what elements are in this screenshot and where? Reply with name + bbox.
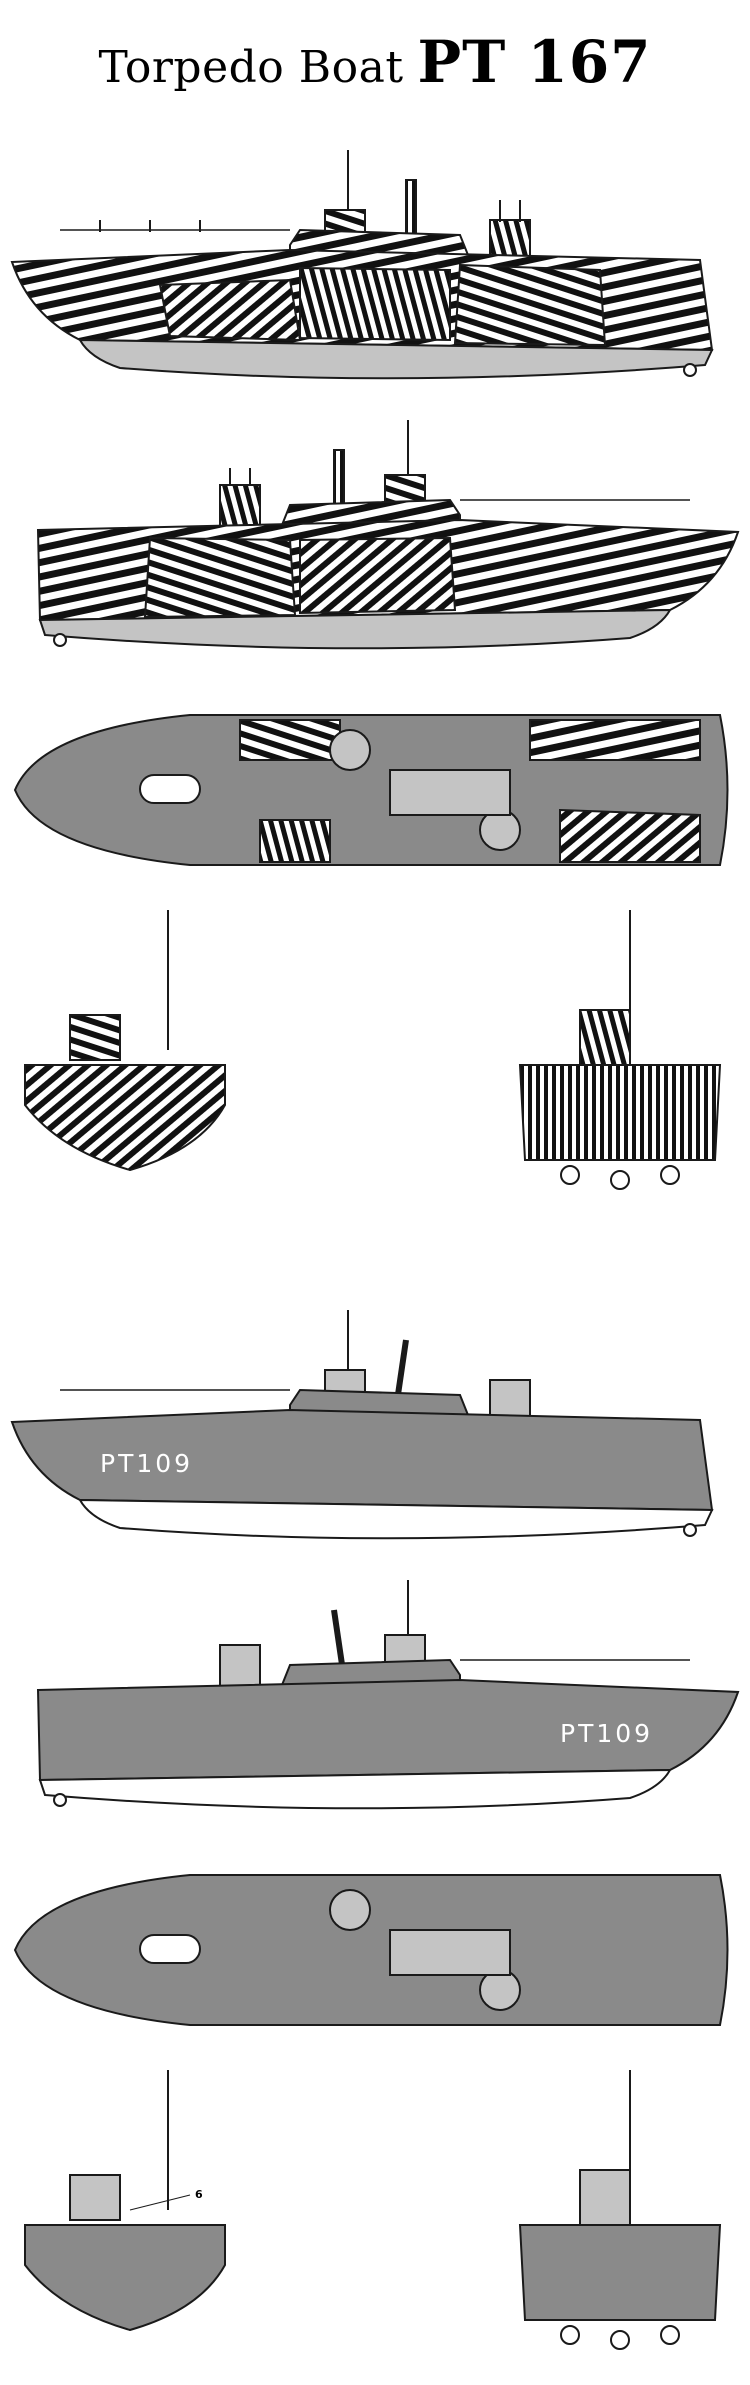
grey-port-view: PT109 [36, 1580, 740, 1810]
page-title: Torpedo Boat PT 167 [0, 28, 750, 96]
grey-starboard-view: PT109 [10, 1310, 714, 1540]
camo-rear-view [518, 910, 722, 1190]
gun-turret [69, 2174, 121, 2221]
gun-turret-aft [219, 1644, 261, 1691]
gun-turret-aft [489, 1379, 531, 1421]
propeller [560, 1165, 580, 1185]
hull-lower [78, 338, 714, 380]
grey-rear-view [518, 2070, 722, 2350]
camo-starboard-view [10, 150, 714, 380]
forward-hatch [139, 1934, 201, 1964]
propeller [53, 1793, 67, 1807]
gun-turret-aft [219, 484, 261, 531]
hull-lower [38, 1768, 672, 1810]
propeller [53, 633, 67, 647]
grey-top-view [13, 1874, 729, 2026]
gun-turret [579, 2169, 631, 2226]
camo-port-view [36, 420, 740, 650]
gun-turret [69, 1014, 121, 1061]
propeller [683, 1523, 697, 1537]
transom [518, 1064, 722, 1161]
cockpit [389, 769, 511, 816]
title-designation: PT 167 [417, 28, 652, 96]
turret-top-fore [329, 729, 371, 771]
grey-front-view: 6 [24, 2070, 226, 2332]
cockpit [389, 1929, 511, 1976]
bow [24, 1064, 226, 1172]
gun-turret-aft [489, 200, 531, 261]
forward-hatch [139, 774, 201, 804]
camo-front-view [24, 910, 226, 1172]
hull-number: PT109 [100, 1449, 193, 1478]
camo-top-view [13, 714, 729, 866]
hull-upper [10, 1408, 714, 1512]
transom [518, 2224, 722, 2321]
deck [13, 1874, 729, 2026]
turret-top-fore [329, 1889, 371, 1931]
hull-lower [78, 1498, 714, 1540]
hull-number: PT109 [560, 1719, 653, 1748]
title-prefix: Torpedo Boat [98, 42, 404, 93]
propeller [560, 2325, 580, 2345]
hull-lower [38, 608, 672, 650]
callout-number: 6 [195, 2188, 203, 2201]
gun-turret [579, 1009, 631, 1066]
bow [24, 2224, 226, 2332]
propeller [683, 363, 697, 377]
